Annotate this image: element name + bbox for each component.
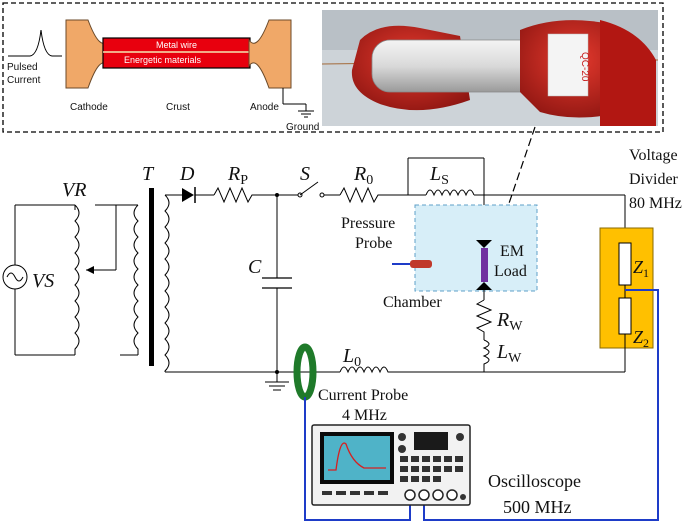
voltage-divider-label-3: 80 MHz bbox=[629, 195, 682, 212]
em-load bbox=[476, 240, 492, 290]
scope-buttons bbox=[400, 456, 463, 482]
divider-cable bbox=[423, 289, 659, 521]
l0-label: L0 bbox=[342, 345, 361, 370]
ground-label: Ground bbox=[286, 122, 319, 133]
inset-panel: Pulsed Current Cathode Metal wire Energe… bbox=[2, 2, 664, 133]
vr-label: VR bbox=[62, 179, 86, 201]
crust-label: Crust bbox=[166, 102, 190, 113]
current-probe-label-1: Current Probe bbox=[318, 387, 408, 404]
em-load-label-2: Load bbox=[494, 263, 527, 280]
rw-label: RW bbox=[496, 309, 523, 334]
energetic-materials-label: Energetic materials bbox=[124, 55, 202, 65]
current-probe-label-2: 4 MHz bbox=[342, 407, 387, 424]
oscilloscope-label-1: Oscilloscope bbox=[488, 471, 581, 491]
oscilloscope-label-2: 500 MHz bbox=[503, 497, 572, 517]
c-label: C bbox=[248, 256, 262, 278]
pulsed-label-1: Pulsed bbox=[7, 62, 38, 73]
scope-trace bbox=[328, 442, 386, 471]
ls-label: LS bbox=[429, 163, 449, 188]
ac-source-icon bbox=[6, 272, 24, 282]
d-label: D bbox=[179, 163, 195, 185]
chamber bbox=[414, 204, 538, 292]
resistor-r0 bbox=[339, 186, 408, 204]
resistor-rp bbox=[213, 186, 300, 204]
resistor-rw bbox=[475, 299, 493, 340]
voltage-divider-label-1: Voltage bbox=[629, 147, 678, 164]
voltage-divider-label-2: Divider bbox=[629, 171, 679, 188]
ground-icon bbox=[298, 110, 314, 118]
capacitor-c bbox=[262, 195, 292, 372]
tube-writing: QC-20 bbox=[579, 52, 590, 82]
ground-icon-main bbox=[265, 372, 289, 391]
em-load-label-1: EM bbox=[500, 243, 524, 260]
chamber-label: Chamber bbox=[383, 294, 442, 311]
pressure-probe-label-1: Pressure bbox=[341, 215, 395, 232]
inductor-l0 bbox=[339, 366, 484, 374]
anode-label: Anode bbox=[250, 102, 279, 113]
vs-label: VS bbox=[32, 270, 54, 292]
diode-d bbox=[182, 187, 214, 203]
switch-s bbox=[297, 181, 340, 198]
anode-electrode bbox=[248, 19, 292, 89]
pulse-waveform-icon bbox=[8, 29, 62, 57]
r0-label: R0 bbox=[353, 163, 373, 188]
sample-photo: QC-20 bbox=[321, 10, 659, 126]
z1-label: Z1 bbox=[633, 257, 649, 280]
transformer-t bbox=[116, 188, 170, 372]
current-probe-cable bbox=[304, 397, 411, 521]
rp-label: RP bbox=[227, 163, 248, 188]
scope-knobs bbox=[398, 432, 464, 453]
ac-source bbox=[2, 204, 75, 356]
scope-softkeys bbox=[322, 491, 388, 495]
s-label: S bbox=[300, 163, 310, 185]
pulsed-label-2: Current bbox=[7, 75, 41, 86]
voltage-divider bbox=[599, 227, 654, 350]
metal-wire-label: Metal wire bbox=[156, 40, 197, 50]
oscilloscope bbox=[311, 424, 471, 506]
scope-inputs bbox=[404, 489, 466, 501]
inductor-lw bbox=[482, 339, 490, 372]
pressure-probe bbox=[392, 260, 432, 268]
cathode-electrode bbox=[65, 19, 109, 89]
variac-vr bbox=[74, 204, 117, 355]
cathode-label: Cathode bbox=[70, 102, 108, 113]
pressure-probe-label-2: Probe bbox=[355, 235, 392, 252]
t-label: T bbox=[142, 163, 155, 185]
lw-label: LW bbox=[496, 341, 522, 366]
z2-label: Z2 bbox=[633, 327, 649, 350]
